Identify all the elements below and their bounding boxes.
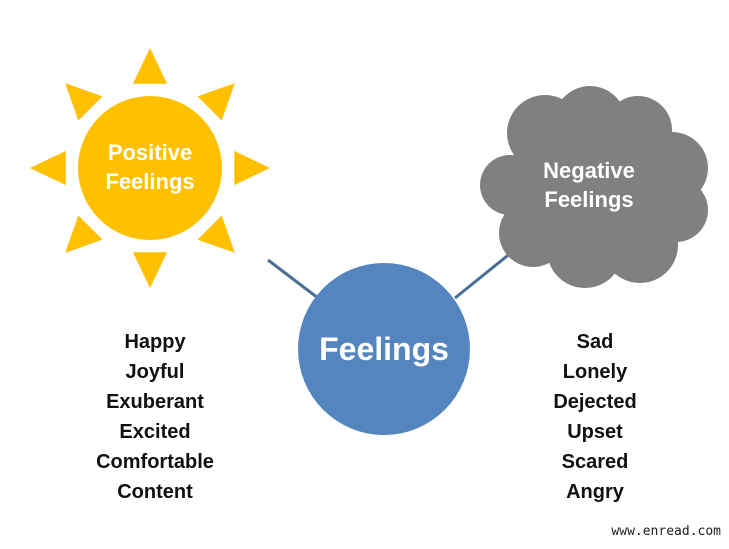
positive-feelings-node [78,96,222,240]
negative-word: Scared [561,451,629,473]
sun-ray [197,215,235,253]
sun-ray [65,215,103,253]
sun-ray [132,48,168,84]
negative-label-line1: Negative [543,158,635,183]
positive-label-line1: Positive [108,140,192,165]
negative-label-line2: Feelings [544,187,633,212]
positive-word: Comfortable [96,451,214,473]
connector-negative [454,250,513,300]
negative-word: Lonely [562,361,628,383]
cloud-icon: Negative Feelings [480,86,708,288]
negative-word: Dejected [553,391,637,413]
sun-ray [197,83,235,121]
watermark: www.enread.com [611,524,721,539]
positive-label-line2: Feelings [105,169,194,194]
sun-icon: Positive Feelings [30,48,270,288]
connector-positive [267,258,319,300]
positive-word: Happy [124,331,186,353]
sun-ray [65,83,103,121]
center-label: Feelings [319,331,449,367]
positive-word: Excited [119,421,191,443]
negative-word: Upset [567,421,623,443]
negative-feelings-node [480,86,708,288]
sun-ray [30,150,66,186]
positive-word: Joyful [125,361,185,383]
negative-word: Angry [566,481,624,503]
center-feelings-node [298,263,470,435]
positive-word: Exuberant [106,391,204,413]
positive-word: Content [117,481,193,503]
sun-ray [132,252,168,288]
sun-ray [234,150,270,186]
negative-word: Sad [576,331,614,353]
